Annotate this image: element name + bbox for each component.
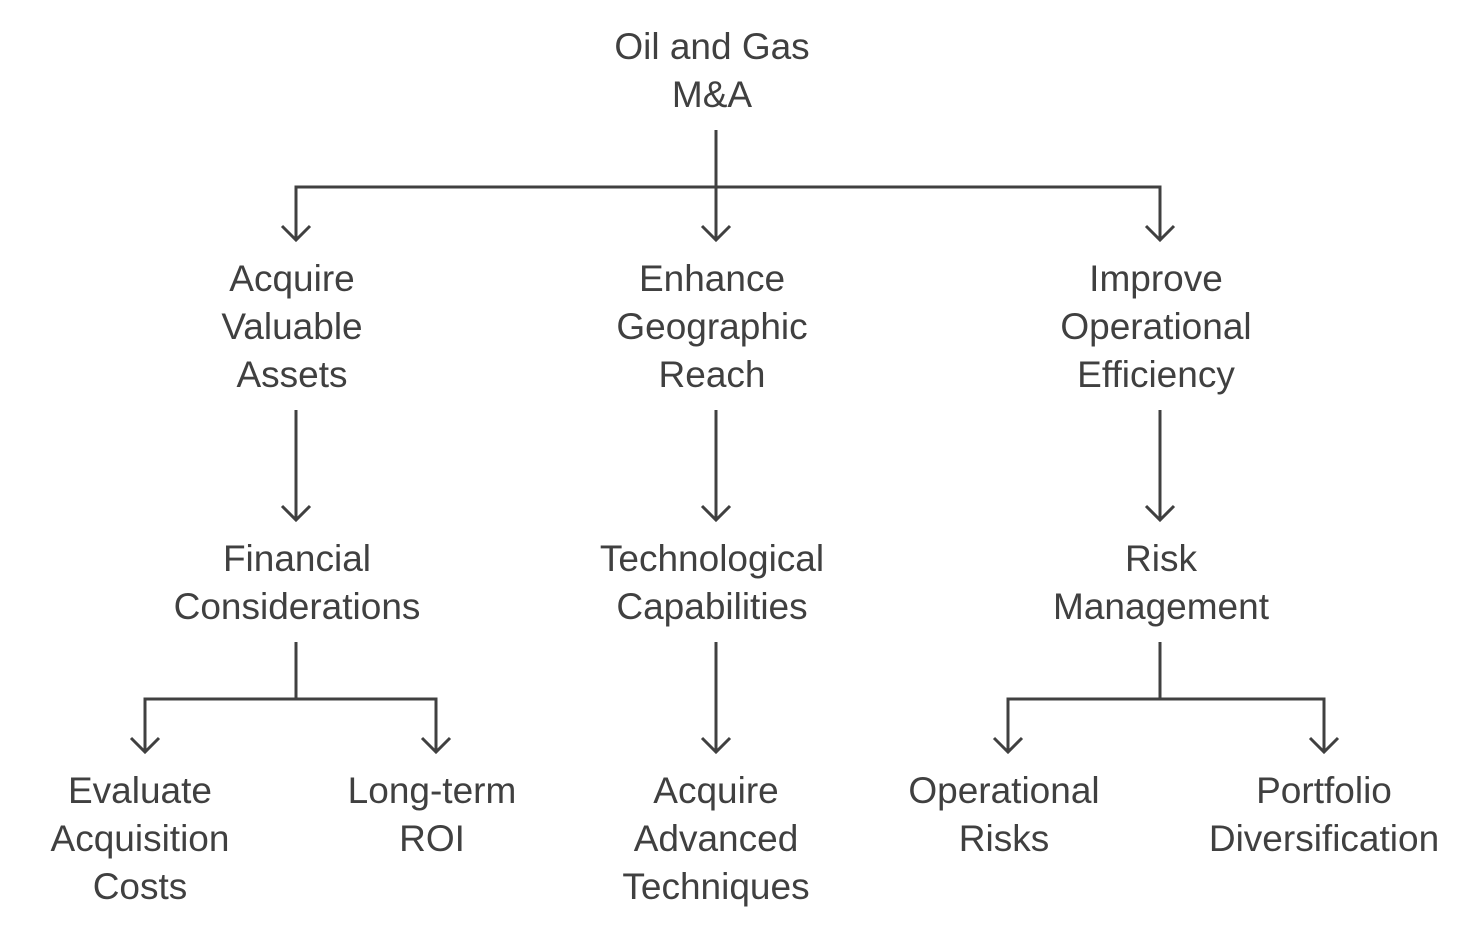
arrowhead-financial-considerations — [280, 504, 312, 523]
arrowhead-operational-risks — [992, 736, 1024, 755]
arrowhead-long-term-roi — [420, 736, 452, 755]
node-risk-management: Risk Management — [1053, 538, 1269, 627]
node-oil-and-gas-ma: Oil and Gas M&A — [614, 26, 810, 115]
edge-root-to-level1 — [294, 130, 1162, 240]
node-operational-risks: Operational Risks — [908, 770, 1100, 859]
node-portfolio-diversification: Portfolio Diversification — [1208, 770, 1440, 859]
edge-financial-to-children — [143, 642, 438, 752]
arrowhead-portfolio-diversification — [1308, 736, 1340, 755]
node-acquire-advanced-techniques: Acquire Advanced Techniques — [622, 770, 810, 907]
arrowhead-acquire-assets — [280, 224, 312, 243]
arrowhead-geographic-reach — [700, 224, 732, 243]
node-improve-operational-efficiency: Improve Operational Efficiency — [1060, 258, 1252, 395]
edge-risk-to-children — [1006, 642, 1326, 752]
arrowhead-advanced-techniques — [700, 736, 732, 755]
arrowhead-operational-efficiency — [1144, 224, 1176, 243]
node-enhance-geographic-reach: Enhance Geographic Reach — [616, 258, 808, 395]
arrowhead-evaluate-costs — [129, 736, 161, 755]
arrowhead-technological-capabilities — [700, 504, 732, 523]
node-acquire-valuable-assets: Acquire Valuable Assets — [221, 258, 363, 395]
arrowhead-risk-management — [1144, 504, 1176, 523]
node-evaluate-acquisition-costs: Evaluate Acquisition Costs — [50, 770, 230, 907]
node-long-term-roi: Long-term ROI — [347, 770, 517, 859]
node-technological-capabilities: Technological Capabilities — [599, 538, 825, 627]
node-financial-considerations: Financial Considerations — [173, 538, 421, 627]
